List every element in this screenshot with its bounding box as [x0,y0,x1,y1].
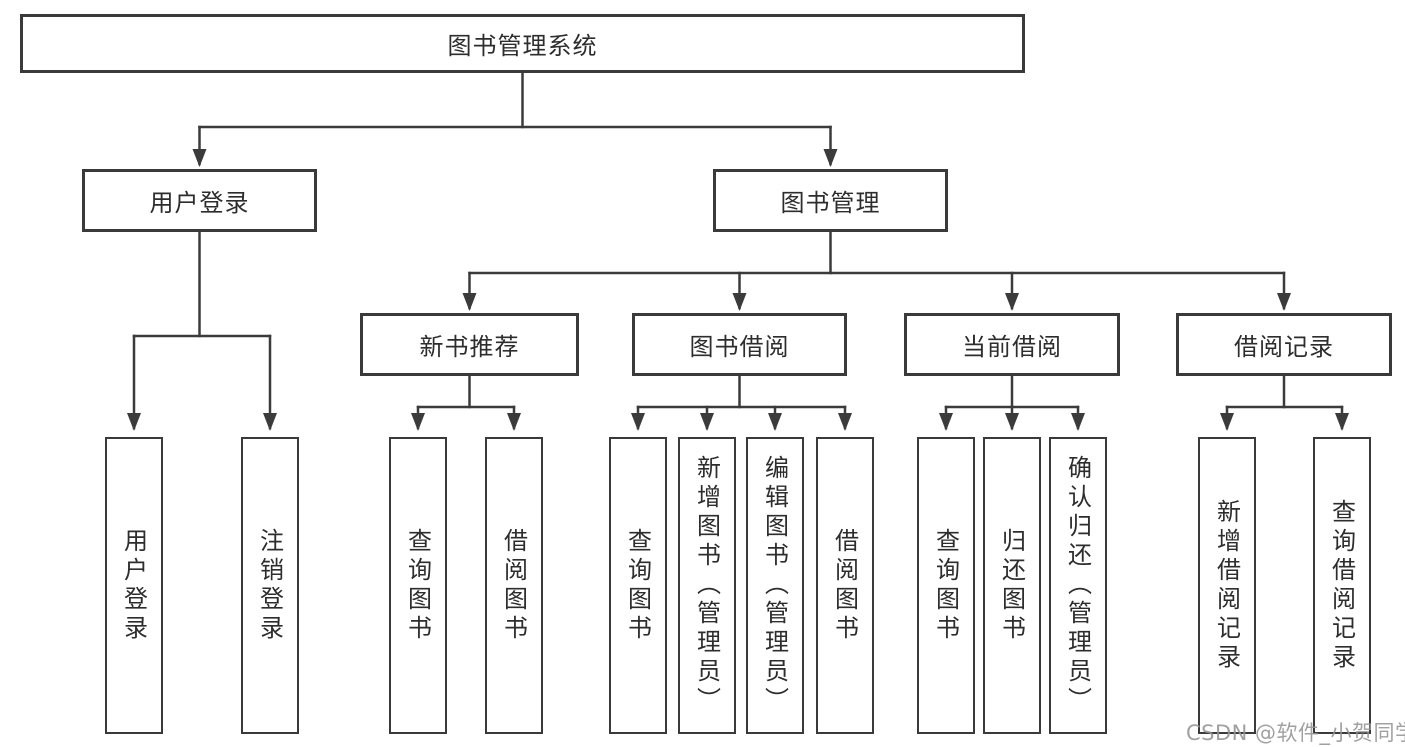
leaf-query-books-current: 查询图书 [917,437,975,734]
connector-book-management-branch [462,230,1291,311]
leaf-confirm-return-admin: 确认归还（管理员） [1049,437,1107,734]
node-user-login: 用户登录 [82,169,317,232]
leaf-query-books-borrow: 查询图书 [609,437,667,734]
watermark: CSDN @软件_小贺同学 [1186,721,1405,745]
leaf-add-book-admin: 新增图书（管理员） [678,437,736,734]
leaf-borrow-books: 借阅图书 [816,437,874,734]
connector-root-branch [192,71,838,167]
connector-user-login-branch [127,230,277,431]
leaf-user-login: 用户登录 [105,437,163,734]
node-library-system: 图书管理系统 [20,14,1025,73]
leaf-return-books: 归还图书 [983,437,1041,734]
leaf-query-borrow-record: 查询借阅记录 [1313,437,1371,734]
connector-book-borrow-branch [631,374,852,431]
connector-current-borrow-branch [939,374,1085,431]
node-current-borrow: 当前借阅 [904,313,1120,376]
leaf-query-books-recommend: 查询图书 [389,437,447,734]
leaf-add-borrow-record: 新增借阅记录 [1198,437,1256,734]
node-borrow-records: 借阅记录 [1176,313,1392,376]
leaf-borrow-books-recommend: 借阅图书 [485,437,543,734]
connector-borrow-records-branch [1220,374,1349,431]
leaf-edit-book-admin: 编辑图书（管理员） [746,437,804,734]
leaf-logout: 注销登录 [241,437,299,734]
node-book-management: 图书管理 [713,169,948,232]
connector-new-book-branch [411,374,521,431]
node-book-borrow: 图书借阅 [632,313,847,376]
node-new-book-recommend: 新书推荐 [360,313,579,376]
